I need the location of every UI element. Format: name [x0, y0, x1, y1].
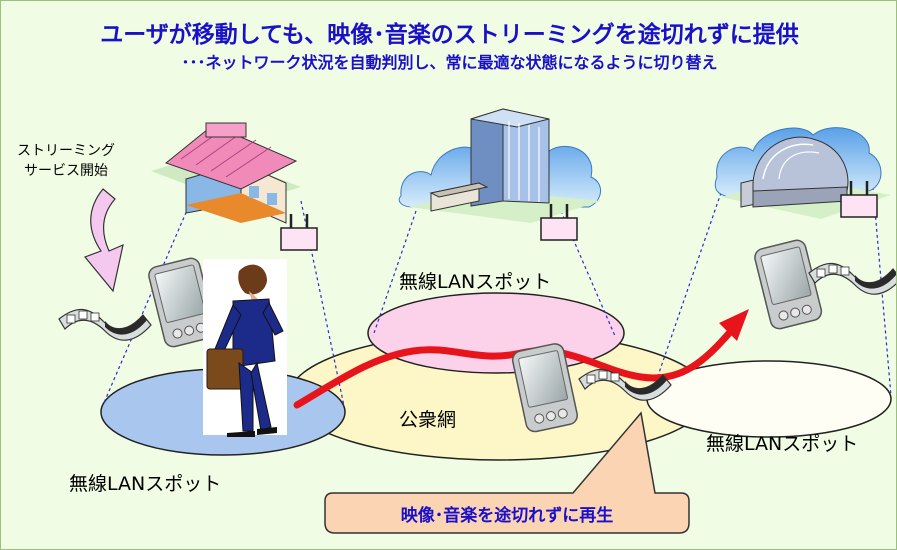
diagram-title: ユーザが移動しても、映像･音楽のストリーミングを途切れずに提供 [100, 22, 799, 48]
businesswoman-figure-icon [203, 259, 287, 437]
pda-device-icon [752, 237, 825, 332]
public-network-label: 公衆網 [399, 409, 457, 431]
stadium-dome-icon [714, 127, 891, 219]
shop-building-icon [151, 122, 301, 224]
start-label: ストリーミング サービス開始 [17, 141, 115, 181]
start-arrow-icon [84, 188, 124, 293]
office-building-icon [398, 108, 601, 223]
hotspot-label-left: 無線LANスポット [69, 473, 222, 495]
start-label-line1: ストリーミング [17, 143, 115, 159]
diagram-subtitle: ･･･ネットワーク状況を自動判別し、常に最適な状態になるように切り替え [181, 53, 718, 72]
callout-text: 映像･音楽を途切れずに再生 [400, 506, 614, 526]
callout-box [324, 411, 690, 534]
film-strip-icon [808, 262, 896, 295]
film-strip-icon [58, 308, 152, 341]
hotspot-label-top: 無線LANスポット [399, 271, 552, 293]
hotspot-label-right: 無線LANスポット [706, 433, 859, 455]
start-label-line2: サービス開始 [24, 163, 108, 179]
